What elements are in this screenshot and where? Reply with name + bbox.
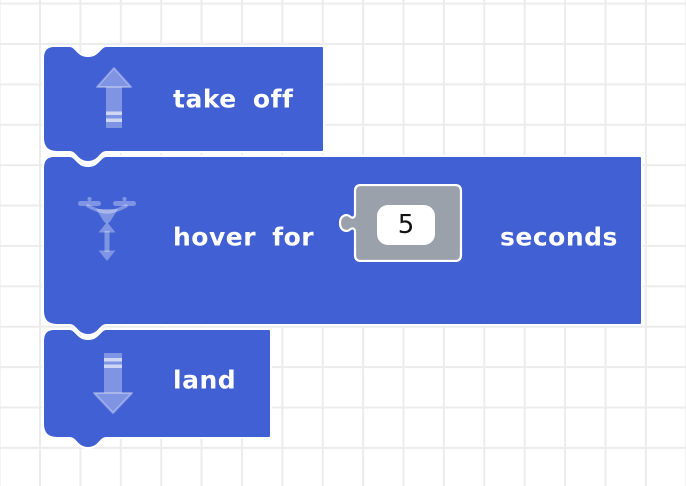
block-take-off[interactable]: take off (42, 45, 325, 163)
duration-param[interactable] (339, 184, 463, 262)
block-land-shape (42, 328, 272, 449)
land-label: land (173, 365, 237, 395)
hover-label-suffix: seconds (500, 222, 618, 252)
hover-label-prefix: hover for (173, 222, 315, 252)
take-off-label: take off (173, 84, 294, 114)
land-arrow-down-icon (93, 353, 133, 414)
block-land[interactable]: land (42, 328, 272, 449)
block-hover[interactable]: hover for seconds (42, 155, 643, 336)
drone-hover-icon (78, 197, 136, 261)
block-take-off-shape (42, 45, 325, 163)
block-hover-shape (42, 155, 643, 336)
takeoff-arrow-up-icon (96, 67, 132, 128)
duration-input[interactable] (377, 205, 435, 245)
